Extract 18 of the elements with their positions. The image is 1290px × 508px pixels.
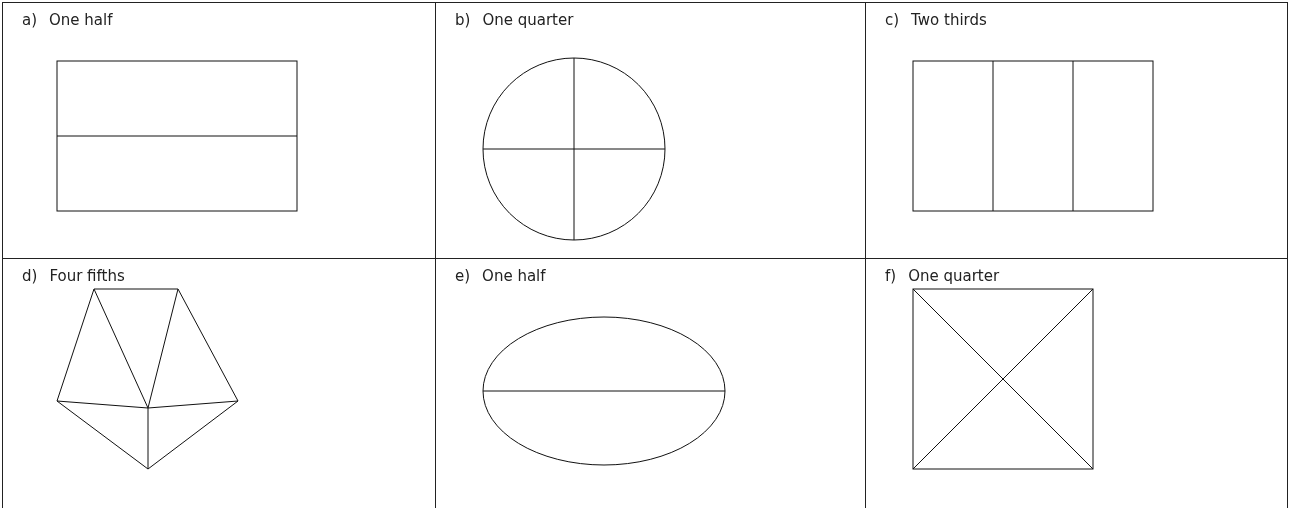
fraction-label: Four fifths bbox=[49, 267, 125, 285]
fraction-label: Two thirds bbox=[911, 11, 987, 29]
worksheet-cell bbox=[435, 2, 865, 258]
fraction-label: One half bbox=[482, 267, 546, 285]
item-letter: a) bbox=[22, 11, 38, 29]
fraction-label: One quarter bbox=[482, 11, 574, 29]
item-letter: d) bbox=[22, 267, 38, 285]
worksheet-cell bbox=[2, 2, 435, 258]
worksheet-cell bbox=[435, 258, 865, 508]
fraction-label: One half bbox=[49, 11, 113, 29]
item-letter: b) bbox=[455, 11, 471, 29]
worksheet-cell bbox=[865, 2, 1288, 258]
item-letter: f) bbox=[885, 267, 897, 285]
item-letter: c) bbox=[885, 11, 900, 29]
fraction-label: One quarter bbox=[908, 267, 1000, 285]
item-letter: e) bbox=[455, 267, 471, 285]
worksheet-cell bbox=[2, 258, 435, 508]
worksheet-cell bbox=[865, 258, 1288, 508]
